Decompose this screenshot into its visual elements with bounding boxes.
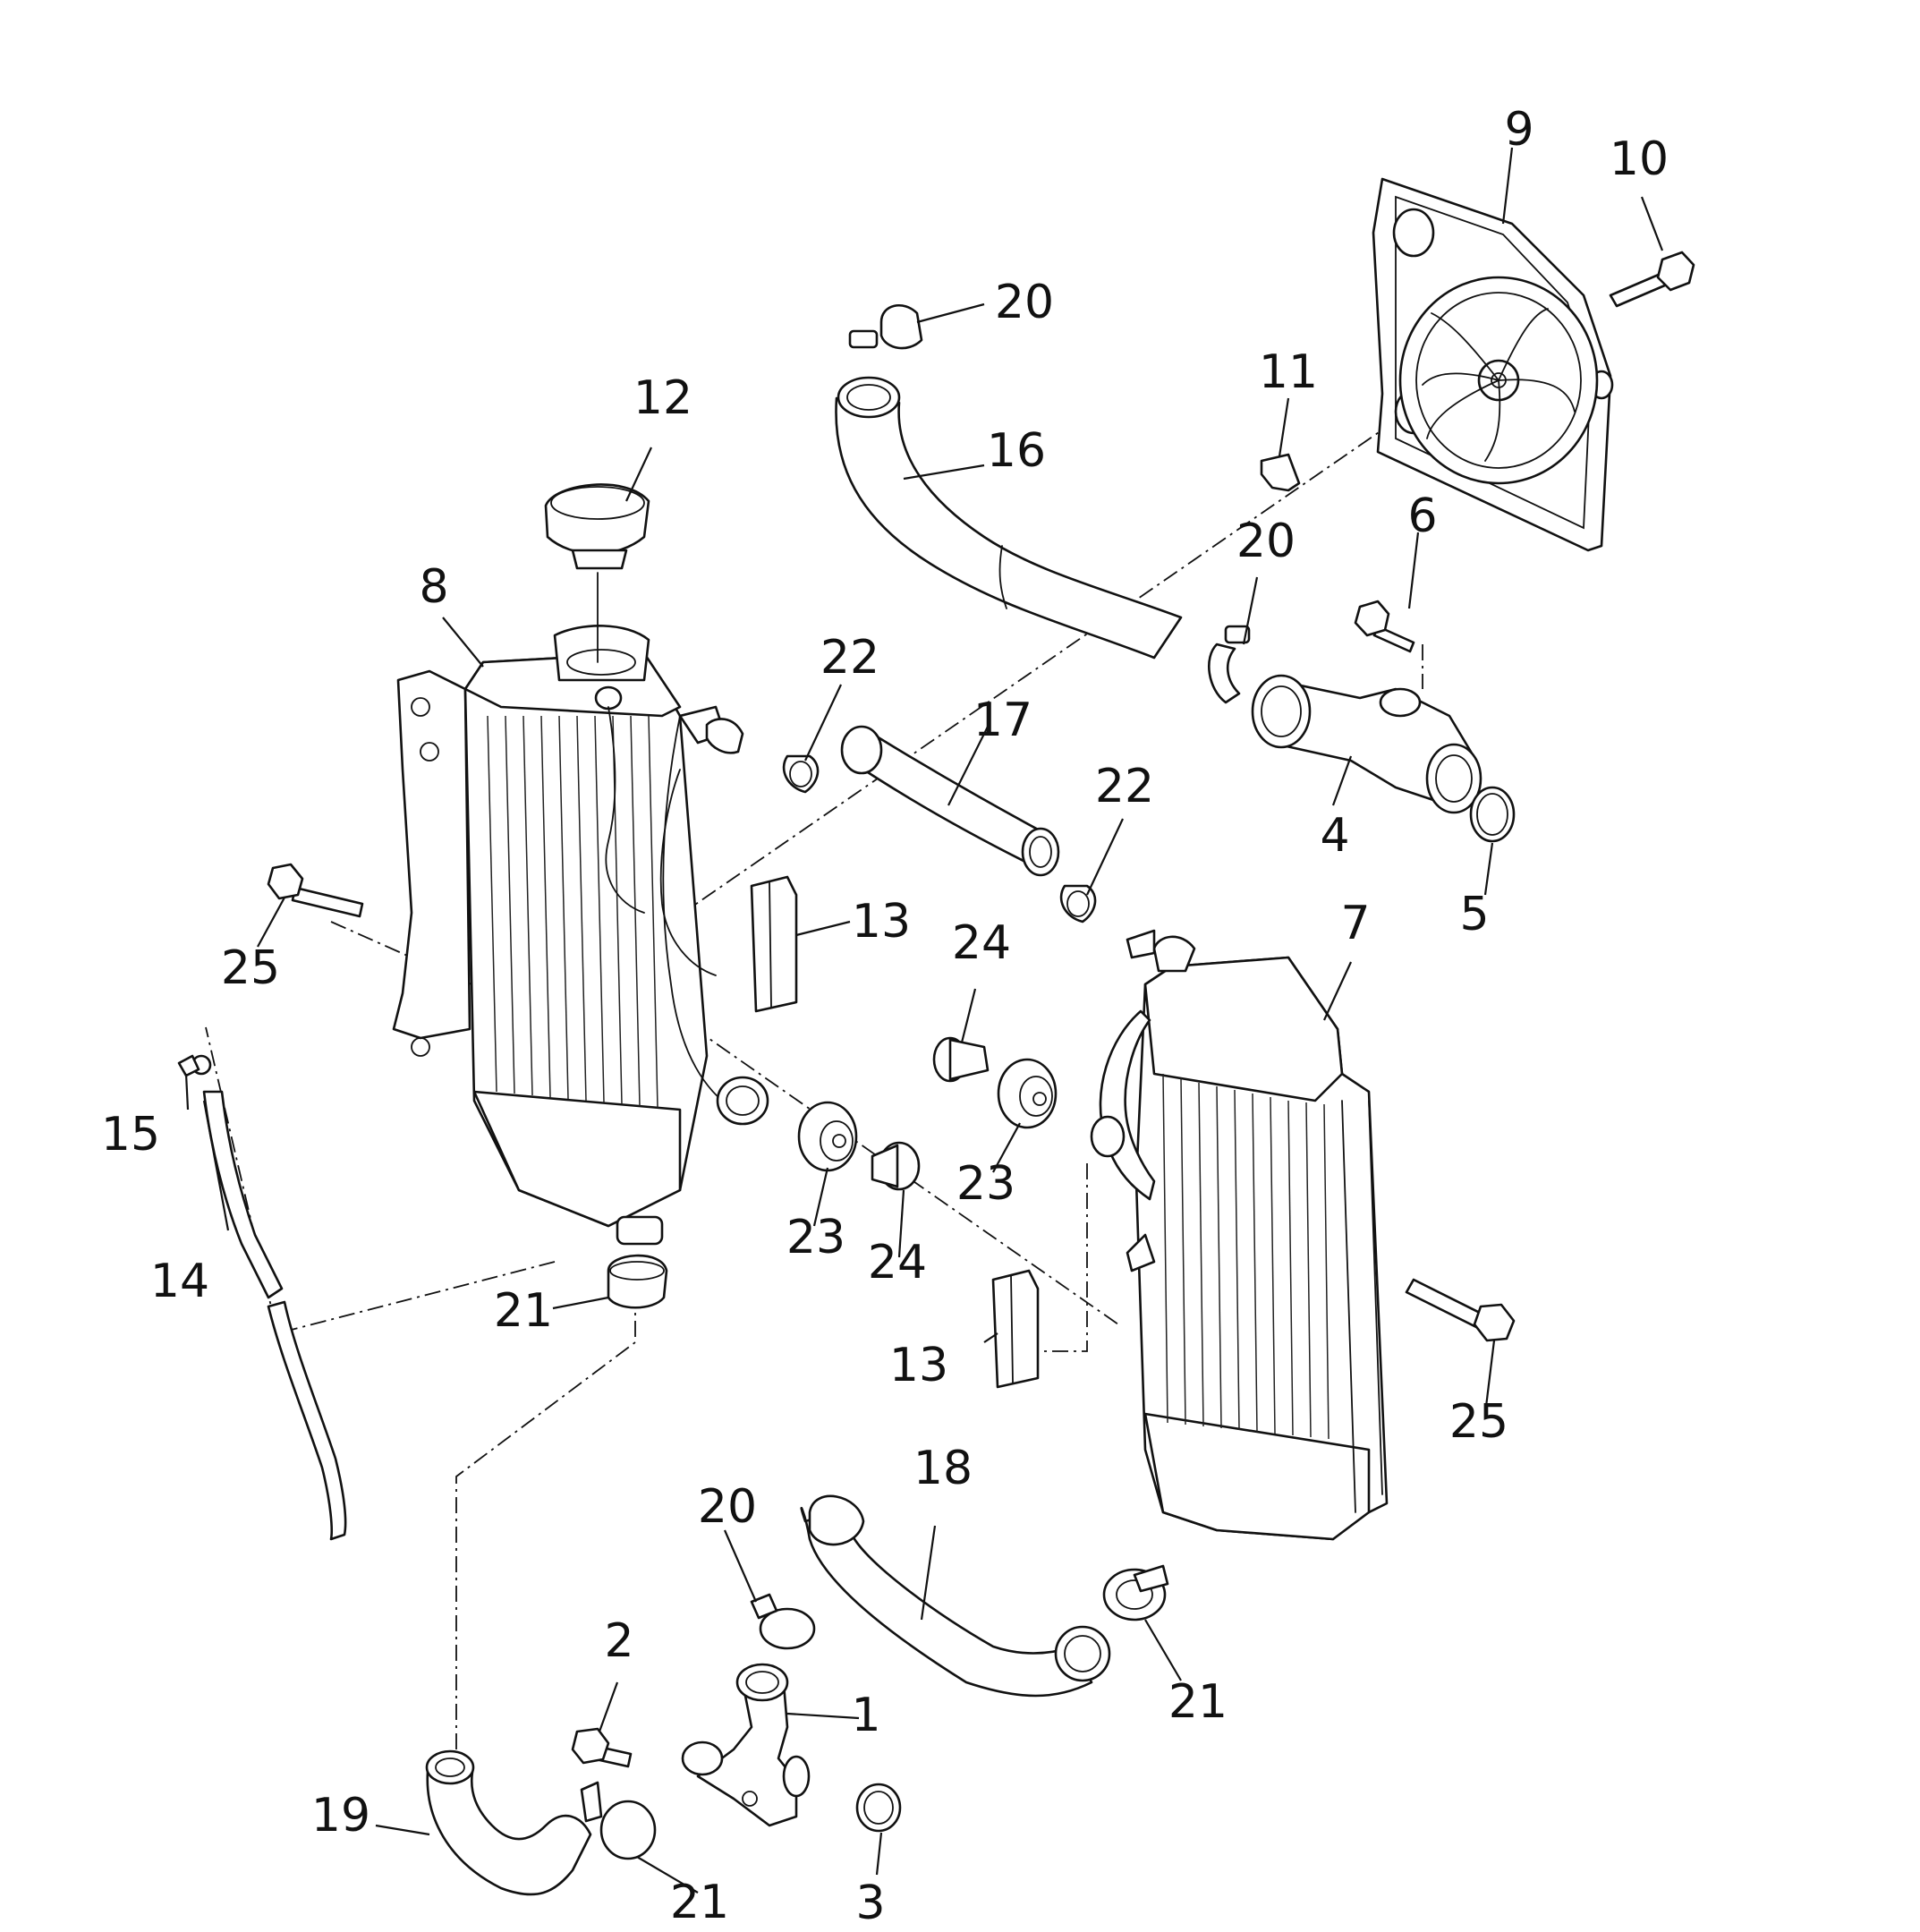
clamp-22-b: [1059, 884, 1097, 923]
callout-23b: 23: [956, 1157, 1015, 1211]
filler-cap-12: [544, 483, 650, 663]
callout-20a: 20: [995, 276, 1054, 329]
callout-24b: 24: [868, 1236, 927, 1289]
hose-16: [835, 376, 1183, 660]
hose-18: [800, 1494, 1111, 1698]
clip-11: [1260, 453, 1301, 492]
callout-2: 2: [604, 1614, 633, 1668]
o-ring-5: [1469, 786, 1516, 843]
hose-19: [425, 1749, 592, 1896]
callout-23a: 23: [786, 1211, 845, 1264]
callout-14: 14: [150, 1255, 209, 1308]
callout-20b: 20: [1236, 515, 1296, 568]
clip-15: [177, 1054, 200, 1077]
bracket-13-a: [750, 875, 798, 1013]
callout-18: 18: [913, 1442, 973, 1495]
callout-9: 9: [1504, 103, 1533, 157]
bolt-2: [571, 1727, 633, 1768]
callout-22a: 22: [820, 631, 879, 685]
callout-24a: 24: [952, 916, 1011, 970]
collar-24-b: [871, 1141, 921, 1191]
bolt-25-left: [267, 863, 364, 918]
callout-25a: 25: [221, 941, 280, 995]
clamp-21-top: [607, 1254, 668, 1309]
radiator-right-7: [1090, 929, 1389, 1541]
o-ring-3: [855, 1783, 902, 1833]
hose-17: [840, 725, 1060, 877]
callout-8: 8: [419, 560, 448, 614]
callout-19: 19: [311, 1789, 370, 1843]
callout-13b: 13: [889, 1339, 948, 1392]
callout-21a: 21: [494, 1284, 553, 1338]
callout-1: 1: [851, 1689, 880, 1742]
fan-shroud: [1372, 177, 1614, 552]
callout-20c: 20: [698, 1480, 757, 1534]
callout-4: 4: [1320, 809, 1349, 863]
callout-21b: 21: [1168, 1675, 1228, 1729]
callout-13a: 13: [852, 895, 911, 949]
clamp-20-mid: [1207, 625, 1251, 704]
collar-24-a: [932, 1036, 990, 1083]
leader-lines: [184, 147, 1664, 1894]
callout-22b: 22: [1095, 760, 1154, 813]
callout-labels: 1 2 3 4 5 6 7 8 9 10 11 12 13 13 14 15 1…: [101, 103, 1669, 1930]
callout-17: 17: [973, 694, 1032, 747]
callout-10: 10: [1610, 132, 1669, 186]
callout-12: 12: [633, 371, 692, 425]
clamp-21-bottom: [580, 1781, 657, 1860]
callout-6: 6: [1407, 489, 1437, 543]
water-joint-1: [681, 1663, 811, 1827]
overflow-hose-14: [191, 1054, 347, 1541]
bolt-6: [1354, 600, 1415, 653]
clamp-20-top: [848, 304, 923, 350]
bracket-13-b: [991, 1269, 1040, 1389]
callout-5: 5: [1459, 888, 1489, 941]
clamp-20-low: [750, 1593, 816, 1650]
callout-15: 15: [101, 1108, 160, 1162]
callout-21c: 21: [670, 1876, 729, 1929]
outlet-pipe-4: [1251, 674, 1482, 814]
callout-25b: 25: [1449, 1395, 1508, 1449]
callout-16: 16: [987, 424, 1046, 478]
callout-7: 7: [1340, 897, 1370, 950]
callout-11: 11: [1259, 345, 1318, 399]
clamp-22-a: [782, 754, 820, 794]
fan-bolt-10: [1609, 251, 1695, 308]
radiator-left-8: [392, 625, 769, 1246]
grommet-23-b: [997, 1058, 1058, 1129]
callout-3: 3: [855, 1877, 885, 1930]
bolt-25-right: [1405, 1278, 1516, 1342]
grommet-23-a: [797, 1101, 858, 1172]
clamp-21-right: [1102, 1564, 1169, 1621]
